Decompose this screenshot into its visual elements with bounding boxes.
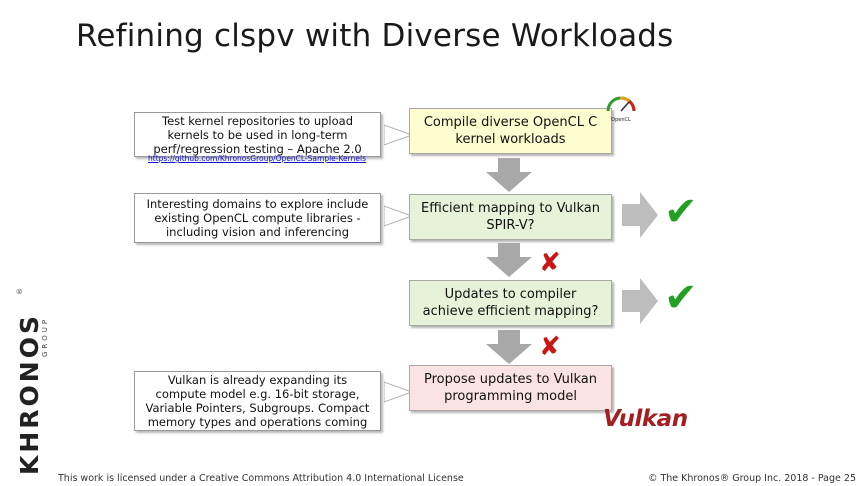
step-efficient-mapping: Efficient mapping to Vulkan SPIR-V? [409,194,612,240]
step-compile-workloads: Compile diverse OpenCL C kernel workload… [409,108,612,154]
pointer-arrow-3 [384,381,412,403]
opencl-logo: OpenCL [606,96,636,123]
result-arrow-2 [622,278,658,324]
opencl-logo-text: OpenCL [611,117,631,123]
slide-title: Refining clspv with Diverse Workloads [76,18,674,54]
khronos-logo-text: KHRONOS [15,313,44,475]
copyright-footer: © The Khronos® Group Inc. 2018 - Page 25 [647,473,856,484]
check-icon-2: ✔ [664,275,698,321]
license-footer: This work is licensed under a Creative C… [58,473,464,484]
note-vulkan-compute-model: Vulkan is already expanding its compute … [134,371,381,431]
vulkan-logo: Vulkan [603,406,688,432]
step-propose-vulkan-updates: Propose updates to Vulkan programming mo… [409,365,612,411]
step-compiler-updates: Updates to compiler achieve efficient ma… [409,280,612,326]
down-arrow-2 [486,243,532,277]
khronos-logo: KHRONOS GROUP ® [15,288,49,475]
pointer-arrow-1 [384,124,412,146]
note-kernel-repositories: Test kernel repositories to upload kerne… [134,112,381,157]
registered-mark: ® [16,288,24,295]
vulkan-logo-text: Vulkan [603,406,688,432]
note-interesting-domains: Interesting domains to explore include e… [134,193,381,243]
khronos-group-text: GROUP [41,317,49,357]
cross-icon-2: ✘ [539,332,561,362]
sample-kernels-link[interactable]: https://github.com/KhronosGroup/OpenCL-S… [148,154,366,163]
down-arrow-3 [486,330,532,364]
check-icon-1: ✔ [664,189,698,235]
result-arrow-1 [622,192,658,238]
down-arrow-1 [486,158,532,192]
cross-icon-1: ✘ [539,248,561,278]
pointer-arrow-2 [384,205,412,227]
